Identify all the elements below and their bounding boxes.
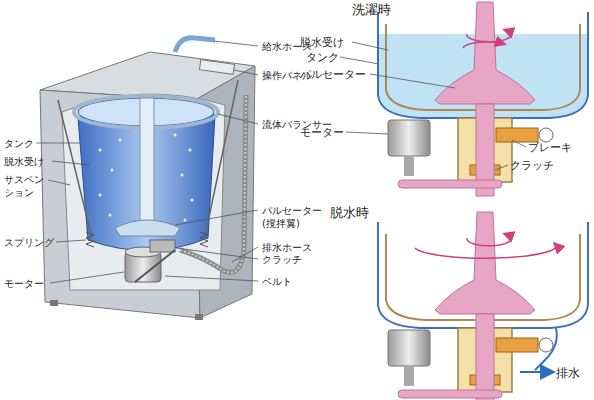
part-label: サスペン ション <box>4 173 44 199</box>
part-label: モーター <box>4 277 44 290</box>
part-label: 脱水時 <box>330 204 369 221</box>
part-label: パルセーター <box>300 68 366 82</box>
part-label: タンク <box>306 51 339 65</box>
part-label: 脱水受け <box>300 36 344 50</box>
part-label: 洗濯時 <box>352 1 391 18</box>
part-label: ブレーキ <box>528 141 572 155</box>
part-label: ベルト <box>262 275 292 288</box>
part-label: クラッチ <box>510 159 554 173</box>
part-label: 脱水受け <box>4 155 44 168</box>
part-label: タンク <box>4 137 34 150</box>
part-label: スプリング <box>4 236 54 249</box>
part-label: 排水 <box>556 365 580 381</box>
part-label: 排水ホース <box>262 241 312 254</box>
part-label: クラッチ <box>262 253 302 266</box>
part-label: パルセーター (撹拌翼) <box>262 204 322 230</box>
part-label: モーター <box>300 126 344 140</box>
